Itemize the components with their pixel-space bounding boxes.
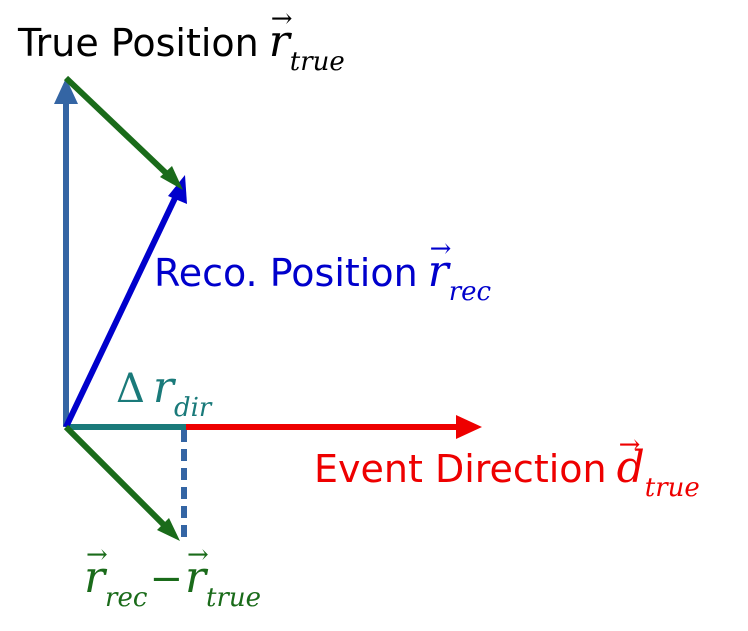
symbol-r: r bbox=[84, 552, 106, 603]
reco-position-arrow bbox=[63, 194, 179, 429]
vector-arrow-glyph: → bbox=[429, 234, 452, 264]
difference-arrow-bottom-head bbox=[157, 518, 180, 541]
symbol-d: d bbox=[616, 442, 645, 493]
difference-label: →rrec−→rtrue bbox=[84, 542, 261, 611]
true-position-subscript: true bbox=[289, 47, 345, 77]
delta-r-dir-label: Δ rdir bbox=[116, 366, 211, 422]
difference-symbol-a: →r bbox=[84, 542, 108, 600]
difference-arrow-top-head bbox=[160, 166, 183, 190]
reco-position-symbol: →r bbox=[428, 236, 452, 294]
event-direction-symbol: →d bbox=[617, 432, 645, 490]
minus-operator: − bbox=[149, 556, 183, 602]
event-direction-arrowhead bbox=[456, 415, 482, 439]
vector-arrow-glyph: → bbox=[618, 430, 641, 460]
event-direction-text: Event Direction bbox=[314, 447, 607, 491]
symbol-r: r bbox=[184, 552, 206, 603]
true-position-label: True Position →rtrue bbox=[18, 6, 345, 75]
true-position-arrowhead bbox=[54, 78, 78, 104]
symbol-r: r bbox=[268, 16, 290, 67]
event-direction-subscript: true bbox=[644, 473, 700, 503]
reco-position-label: Reco. Position →rrec bbox=[154, 236, 491, 305]
true-position-symbol: →r bbox=[269, 6, 293, 64]
difference-symbol-b: →r bbox=[185, 542, 209, 600]
reco-position-arrowhead bbox=[168, 175, 187, 204]
reco-position-subscript: rec bbox=[448, 277, 492, 307]
true-position-text: True Position bbox=[18, 21, 259, 65]
difference-sub-a: rec bbox=[105, 583, 148, 613]
symbol-r: r bbox=[427, 246, 449, 297]
event-direction-label: Event Direction →dtrue bbox=[314, 432, 700, 501]
reco-position-text: Reco. Position bbox=[154, 251, 418, 295]
difference-arrow-top bbox=[63, 75, 171, 178]
delta-r-subscript: dir bbox=[173, 393, 212, 423]
delta-r-symbol: r bbox=[152, 362, 174, 413]
difference-sub-b: true bbox=[206, 583, 262, 613]
difference-arrow-bottom bbox=[63, 424, 168, 529]
vector-arrow-glyph: → bbox=[186, 540, 209, 570]
vector-arrow-glyph: → bbox=[86, 540, 108, 570]
delta-symbol: Δ bbox=[116, 366, 145, 412]
vector-arrow-glyph: → bbox=[270, 4, 293, 34]
